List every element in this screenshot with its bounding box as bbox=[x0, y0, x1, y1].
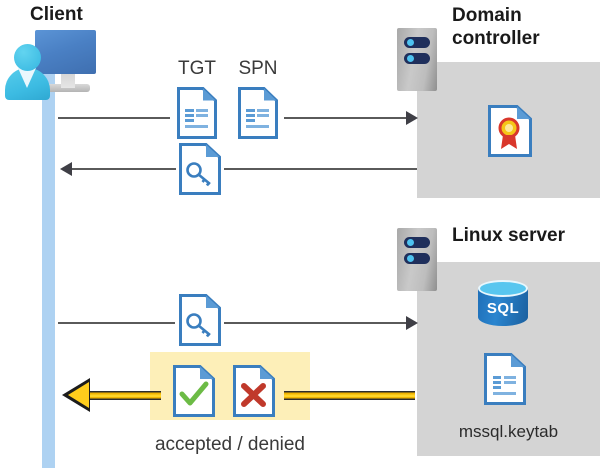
flow-client-to-linux-line-right bbox=[224, 322, 409, 324]
flow-client-to-dc-line-left bbox=[58, 117, 170, 119]
keytab-document-icon bbox=[483, 352, 527, 411]
domain-controller-title: Domain controller bbox=[452, 5, 540, 49]
flow-client-to-linux-arrowhead bbox=[406, 316, 418, 330]
spn-document-icon bbox=[237, 86, 279, 145]
flow-client-to-dc-line-right bbox=[284, 117, 409, 119]
sql-label: SQL bbox=[486, 300, 520, 317]
ticket-key-document-icon bbox=[178, 142, 222, 201]
tgt-document-icon bbox=[176, 86, 218, 145]
server-rack-icon bbox=[397, 228, 437, 291]
client-title: Client bbox=[30, 4, 83, 25]
flow-dc-to-client-line-left bbox=[72, 168, 176, 170]
flow-dc-to-client-line-right bbox=[224, 168, 417, 170]
tgt-label: TGT bbox=[178, 58, 216, 79]
certificate-document-icon bbox=[487, 104, 533, 163]
flow-client-to-dc-arrowhead bbox=[406, 111, 418, 125]
request-key-document-icon bbox=[178, 293, 222, 352]
flow-linux-to-client-arrowhead-inner bbox=[68, 382, 89, 408]
server-rack-icon bbox=[397, 28, 437, 91]
flow-linux-to-client-line-right bbox=[284, 391, 415, 400]
client-lifeline bbox=[42, 72, 55, 468]
denied-document-icon bbox=[232, 364, 276, 423]
spn-label: SPN bbox=[238, 58, 278, 79]
client-computer-user-icon bbox=[4, 26, 98, 102]
sql-database-icon: SQL bbox=[478, 280, 528, 332]
keytab-filename-label: mssql.keytab bbox=[458, 422, 559, 441]
linux-server-title: Linux server bbox=[452, 225, 565, 246]
flow-dc-to-client-arrowhead bbox=[60, 162, 72, 176]
accepted-document-icon bbox=[172, 364, 216, 423]
result-label: accepted / denied bbox=[154, 434, 305, 455]
flow-linux-to-client-line-left bbox=[86, 391, 161, 400]
flow-client-to-linux-line-left bbox=[58, 322, 175, 324]
